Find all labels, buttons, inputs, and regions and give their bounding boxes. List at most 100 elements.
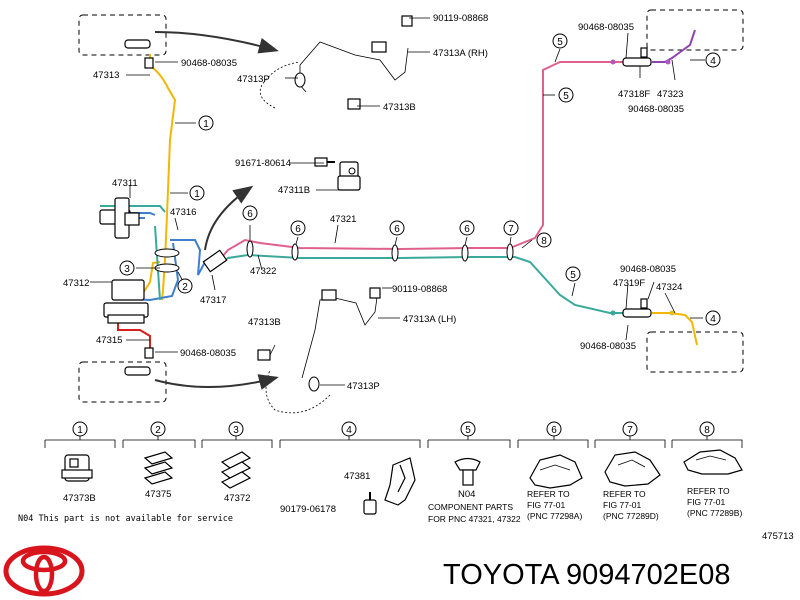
bracket-47311B (337, 161, 361, 191)
callout-5-right: 5 (558, 87, 574, 103)
legend-callout-4: 4 (341, 421, 357, 437)
callout-3-main: 3 (119, 260, 135, 276)
legend-callout-8: 8 (699, 421, 715, 437)
figure-number: 475713 (762, 531, 794, 542)
label-90119-mid: 90119-08868 (392, 284, 447, 295)
callout-1-lower: 1 (189, 185, 205, 201)
legend-label-7-line1: REFER TO (603, 489, 646, 499)
legend-label-6-line3: (PNC 77298A) (527, 511, 582, 521)
label-47324: 47324 (656, 282, 682, 293)
svg-text:3: 3 (233, 425, 239, 436)
legend-clip-47373B (61, 454, 93, 482)
footnote: N04 This part is not available for servi… (18, 514, 233, 524)
legend-callout-6: 6 (546, 421, 562, 437)
toyota-logo-icon (3, 545, 85, 597)
legend-label-component: COMPONENT PARTS (428, 502, 513, 512)
clamp-oval (291, 243, 299, 261)
brake-line-47321-pink (214, 61, 625, 266)
label-91671: 91671-80614 (235, 158, 291, 169)
legend-label-8-line2: FIG 77-01 (687, 497, 726, 507)
callout-6-d: 6 (459, 220, 475, 236)
fitting-dot (669, 310, 675, 316)
label-47322: 47322 (250, 266, 276, 277)
label-47318F: 47318F (618, 89, 650, 100)
dashed-box-bottom-right (646, 331, 744, 373)
callout-8-main: 8 (536, 232, 552, 248)
legend-callout-5: 5 (460, 421, 476, 437)
brake-line-47324-yellow (652, 312, 698, 346)
clamp-oval (461, 244, 469, 262)
svg-text:1: 1 (77, 425, 83, 436)
svg-text:8: 8 (704, 425, 710, 436)
legend-clip-47372 (220, 451, 252, 489)
proportioning-valve-47312 (103, 279, 149, 324)
legend-clamp-6 (529, 454, 583, 489)
fitting-top-left (124, 39, 151, 49)
callout-2-main: 2 (177, 278, 193, 294)
callout-6-c: 6 (389, 220, 405, 236)
label-47319F: 47319F (613, 278, 645, 289)
label-47316: 47316 (170, 207, 196, 218)
label-47312: 47312 (63, 278, 89, 289)
fitting-dot (665, 59, 671, 65)
union-47319F (622, 308, 652, 318)
svg-text:6: 6 (551, 425, 557, 436)
legend-label-47372: 47372 (224, 493, 250, 504)
legend-label-90179: 90179-06178 (280, 504, 336, 515)
legend-label-7-line2: FIG 77-01 (603, 500, 642, 510)
callout-6-a: 6 (242, 205, 258, 221)
legend-label-8-line1: REFER TO (687, 486, 730, 496)
svg-text:5: 5 (563, 91, 569, 102)
label-47321: 47321 (330, 214, 356, 225)
label-90119-top: 90119-08868 (433, 13, 488, 24)
legend-label-8-line3: (PNC 77289B) (687, 508, 742, 518)
label-90468-bl: 90468-08035 (180, 348, 236, 359)
legend-label-6-line2: FIG 77-01 (527, 500, 566, 510)
label-47313A-lh: 47313A (LH) (403, 314, 456, 325)
svg-text:2: 2 (182, 282, 188, 293)
clamp-oval (154, 248, 180, 258)
callout-5-lower: 5 (565, 266, 581, 282)
brake-line-47322-teal (211, 253, 625, 314)
svg-text:8: 8 (541, 236, 547, 247)
legend-clip-47381 (384, 457, 416, 506)
dashed-box-bottom-left (78, 361, 167, 403)
svg-text:7: 7 (627, 425, 633, 436)
legend-label-47373B: 47373B (63, 493, 96, 504)
label-90468-tr2: 90468-08035 (628, 104, 684, 115)
legend-label-6-line1: REFER TO (527, 489, 570, 499)
label-47313B-mid: 47313B (248, 317, 281, 328)
callout-5-top: 5 (552, 33, 568, 49)
arrow-to-lh-hose (154, 374, 279, 390)
legend-labels: 47373B 47375 47372 47381 90179-06178 N04… (63, 471, 742, 524)
svg-text:2: 2 (155, 425, 161, 436)
callout-4-lower: 4 (705, 310, 721, 326)
label-47311B: 47311B (278, 185, 310, 196)
clamp-oval (391, 244, 399, 262)
label-47313A-rh: 47313A (RH) (433, 48, 488, 59)
label-90468-br1: 90468-08035 (620, 264, 676, 275)
label-47313P-top: 47313P (237, 74, 270, 85)
svg-text:3: 3 (124, 264, 130, 275)
callout-1-upper: 1 (198, 115, 214, 131)
leader-lines (90, 17, 705, 386)
legend-callout-2: 2 (150, 421, 166, 437)
fitting-bottom-left (124, 366, 151, 376)
label-47313P-bot: 47313P (347, 381, 380, 392)
svg-text:1: 1 (203, 119, 209, 130)
label-47323: 47323 (657, 89, 683, 100)
svg-text:4: 4 (710, 56, 716, 67)
legend-label-7-line3: (PNC 77289D) (603, 511, 659, 521)
legend-bracket (44, 436, 743, 448)
label-90468-tl: 90468-08035 (181, 58, 237, 69)
brake-line-47323-purple (652, 29, 696, 63)
svg-text:6: 6 (394, 224, 400, 235)
svg-text:1: 1 (194, 189, 200, 200)
callout-7-main: 7 (503, 220, 519, 236)
legend-callout-1: 1 (72, 421, 88, 437)
flex-hose-fitting-rh (640, 47, 648, 58)
label-47317: 47317 (200, 295, 226, 306)
clamp-oval (506, 243, 514, 261)
legend-label-47381: 47381 (344, 471, 370, 482)
